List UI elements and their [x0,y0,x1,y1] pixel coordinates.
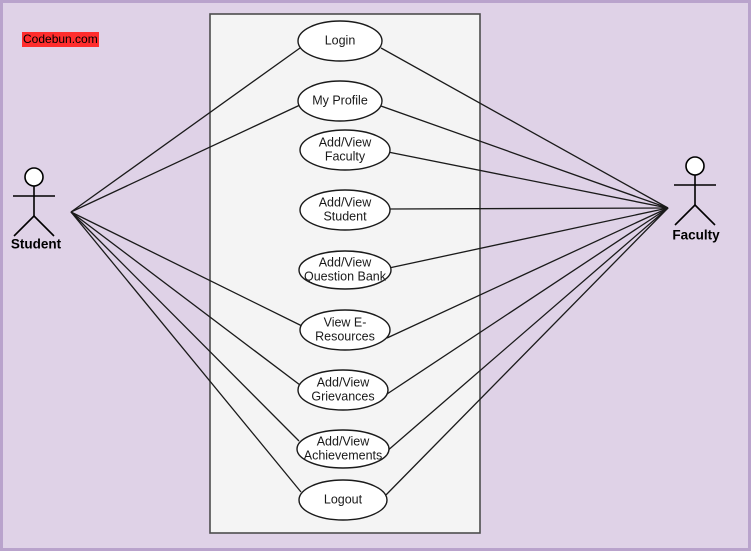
use-case-ellipse [299,309,391,351]
association-faculty-to-add-view-student[interactable] [389,207,669,210]
actor-student[interactable]: Student [11,167,62,252]
association-faculty-to-view-e-resources[interactable] [386,207,669,339]
use-case-ellipse [297,20,383,62]
actor-leg-right-icon [694,204,716,226]
use-case-label: Faculty [325,149,366,163]
association-faculty-to-add-view-achievements[interactable] [385,207,669,453]
use-case-label: Resources [315,329,375,343]
association-faculty-to-logout[interactable] [381,207,669,500]
use-case-label: Grievances [311,389,374,403]
association-faculty-to-add-view-faculty[interactable] [387,151,669,209]
use-case-ellipse [296,429,390,469]
use-case-label: Logout [324,492,363,506]
use-case-logout[interactable]: Logout [298,479,388,521]
use-case-label: Question Bank [304,269,387,283]
use-case-login[interactable]: Login [297,20,383,62]
use-case-label: Add/View [319,135,373,149]
actor-leg-right-icon [33,215,55,237]
use-case-label: Add/View [317,375,371,389]
use-case-label: View E- [324,315,367,329]
use-case-label: Achievements [304,448,383,462]
use-case-ellipse [299,189,391,231]
actor-head-icon [24,167,44,187]
use-case-ellipse [299,129,391,171]
actor-label-student: Student [11,237,62,252]
use-case-ellipse [298,250,392,290]
actor-leg-left-icon [13,215,35,237]
use-case-label: My Profile [312,93,368,107]
association-student-to-add-view-grievances[interactable] [70,211,301,386]
association-student-to-add-view-achievements[interactable] [70,211,300,442]
actor-leg-left-icon [674,204,696,226]
association-student-to-my-profile[interactable] [70,104,301,213]
use-case-ellipse [297,80,383,122]
use-case-label: Student [323,209,367,223]
use-case-label: Add/View [319,255,373,269]
use-case-label: Add/View [319,195,373,209]
watermark-codebun: Codebun.com [22,32,99,47]
association-student-to-logout[interactable] [70,211,302,493]
use-case-my-profile[interactable]: My Profile [297,80,383,122]
use-case-label: Add/View [317,434,371,448]
association-student-to-login[interactable] [70,47,301,213]
actor-label-faculty: Faculty [672,228,720,243]
association-faculty-to-my-profile[interactable] [380,105,669,209]
association-student-to-view-e-resources[interactable] [70,211,303,327]
actor-head-icon [685,156,705,176]
association-faculty-to-add-view-grievances[interactable] [383,207,669,397]
actor-faculty[interactable]: Faculty [672,156,720,243]
association-faculty-to-login[interactable] [380,47,669,209]
use-case-view-e-resources[interactable]: View E-Resources [299,309,391,351]
use-case-ellipse [298,479,388,521]
association-lines [70,47,669,500]
use-case-label: Login [325,33,356,47]
use-case-ellipse [297,369,389,411]
association-faculty-to-add-view-question-bank[interactable] [388,207,669,269]
